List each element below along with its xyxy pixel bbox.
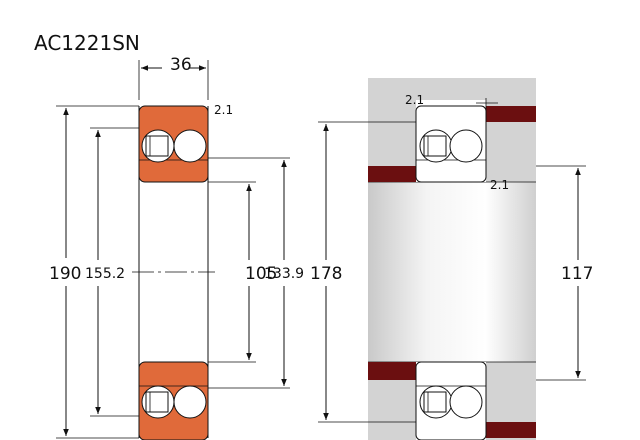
dim-chamfer-mount-top: 2.1 [405,93,424,107]
housing-shoulder-top [486,106,536,122]
dim-outer-diameter: 190 [49,264,81,284]
dim-shaft-shoulder: 117 [561,264,593,284]
dim-housing-shoulder: 178 [310,264,342,284]
ball-icon [449,129,483,163]
shaft-shoulder-top [368,166,416,182]
dim-inner-ring-outer: 133.9 [264,266,304,282]
dim-outer-ring-inner: 155.2 [85,266,125,282]
mounting-view: 2.1 2.1 178 117 [310,78,593,440]
ball-icon [141,129,175,163]
shaft-shoulder-bottom [368,362,416,380]
dim-chamfer-mount-side: 2.1 [490,178,509,192]
housing-shoulder-bottom [486,422,536,438]
dim-bore: 105 [245,264,277,284]
ball-icon [449,385,483,419]
ball-icon [173,385,207,419]
dim-chamfer-top: 2.1 [214,103,233,117]
dim-width: 36 [170,55,192,75]
shaft [368,182,536,362]
bearing-section-view: 36 2.1 190 155.2 105 133.9 [49,55,304,440]
ball-icon [173,129,207,163]
ball-icon [419,129,453,163]
product-title: AC1221SN [34,31,140,55]
ball-icon [419,385,453,419]
ball-icon [141,385,175,419]
